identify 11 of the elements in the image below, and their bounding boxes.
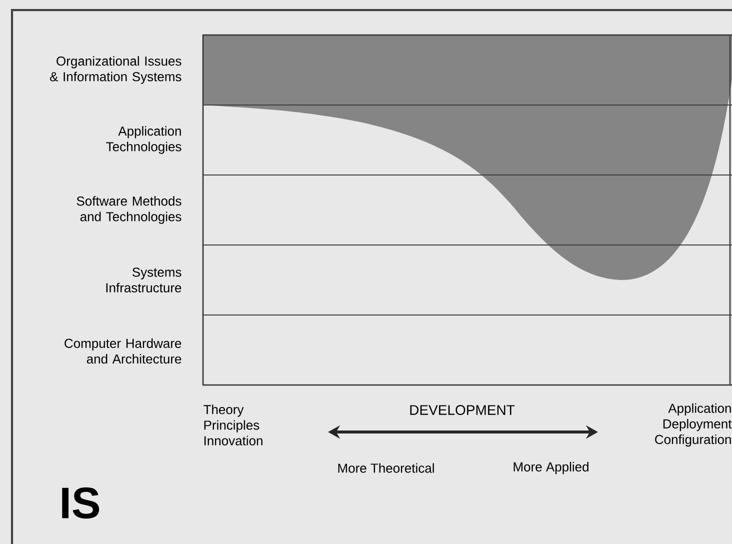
axis-note: More Theoretical (338, 463, 434, 473)
axis-label: DEVELOPMENT (410, 405, 515, 415)
row-label: Software Methods and Technologies (76, 196, 182, 224)
row-label: Organizational Issues & Information Systems (50, 56, 182, 84)
section-letters: IS (62, 487, 100, 519)
row-label: Systems Infrastructure (106, 268, 182, 292)
axis-end-label: Application Deployment Configuration (655, 403, 732, 447)
axis-end-label: Theory Principles Innovation (204, 404, 262, 446)
axis-note: More Applied (514, 462, 588, 474)
row-label: Application Technologies (106, 126, 182, 154)
row-label: Computer Hardware and Architecture (64, 338, 182, 364)
